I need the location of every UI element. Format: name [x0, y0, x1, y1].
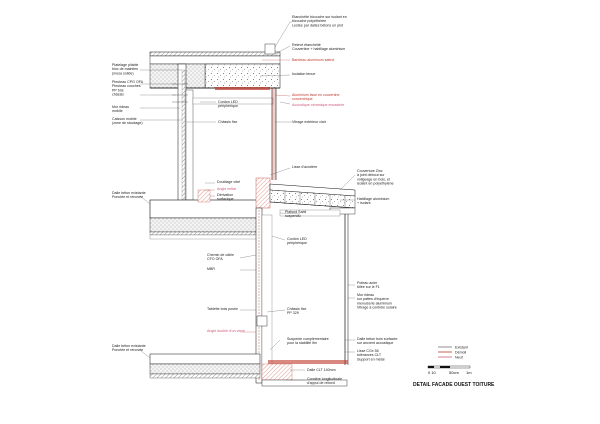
label-tablette: Tablette bois posée	[207, 307, 238, 311]
label-double-vitrage: Doublage vitré	[217, 180, 240, 184]
label-angle-metal: Angle métal	[217, 187, 236, 191]
label-mbr: MBR	[207, 267, 215, 271]
scale-tick-1m: 1m	[466, 370, 472, 375]
upper-roof-slab	[149, 43, 281, 90]
leader-lines	[139, 21, 356, 381]
label-acoustique: Acoustique céramique encastrée	[292, 103, 344, 107]
label-vitrage-ext: Vitrage extérieur clair	[292, 120, 327, 124]
roof-joists	[284, 191, 346, 208]
upper-glazing	[271, 88, 277, 180]
scale-tick-50: 50cm	[449, 370, 459, 375]
label-isolation: Isolation tenue	[292, 72, 315, 76]
label-chassis-fixe-1: Châssis fixe	[218, 120, 237, 124]
legend-label-existant: Existant	[455, 346, 468, 350]
label-caisson: Caisson mobile(zone de stockage)	[112, 117, 143, 125]
drawing-title: DETAIL FACADE OUEST TOITURE	[413, 382, 495, 388]
label-angle-double: Angle double d'un verre	[207, 329, 245, 333]
scale-bar: 0 10 50cm 1m	[427, 365, 472, 375]
lower-roof	[255, 177, 356, 217]
lower-facade	[255, 207, 349, 384]
label-bandeau: Bandeau aluminium satiné	[292, 58, 334, 62]
legend-label-demoli: Démoli	[455, 351, 466, 355]
middle-floor-slab	[149, 189, 261, 240]
bottom-floor-slab	[149, 353, 348, 387]
legend-label-neuf: Neuf	[455, 356, 463, 360]
label-habillage-alu: Habillage aluminium+ isolant	[357, 197, 389, 205]
label-dalle-clt: Dalle CLT 140mm	[307, 368, 336, 372]
legend: Existant Démoli Neuf	[438, 346, 468, 360]
label-lisse-arc: Lisse d'acrotère	[292, 165, 317, 169]
scale-tick-0: 0 10	[428, 370, 437, 375]
